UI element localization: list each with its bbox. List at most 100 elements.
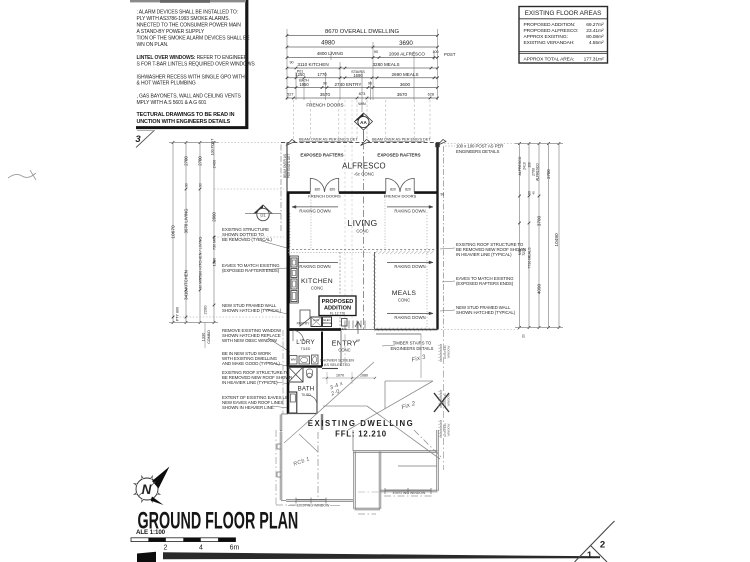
svg-text:EXTENT OF EXISTING EAVES LINE: EXTENT OF EXISTING EAVES LINE [222, 395, 292, 400]
svg-text:90: 90 [527, 191, 531, 195]
svg-text:177.31m²: 177.31m² [584, 56, 604, 62]
svg-text:90: 90 [184, 183, 188, 187]
svg-text:90: 90 [323, 82, 327, 86]
svg-text:3570: 3570 [320, 92, 331, 97]
svg-text:40: 40 [531, 191, 535, 195]
svg-text:RCb 1: RCb 1 [293, 456, 311, 467]
svg-text:ALFRESCO: ALFRESCO [342, 162, 386, 171]
svg-text:7730 MEALS: 7730 MEALS [527, 247, 531, 269]
svg-text:SHOWN HATCHED REPLACE: SHOWN HATCHED REPLACE [222, 333, 281, 338]
svg-text:RAKING DOWN: RAKING DOWN [394, 315, 425, 320]
svg-text:730 MIN: 730 MIN [212, 236, 216, 250]
svg-text:1690: 1690 [353, 73, 363, 78]
svg-text:527: 527 [287, 93, 293, 97]
svg-text:90: 90 [198, 183, 202, 187]
svg-text:1770: 1770 [317, 72, 327, 77]
svg-text:IN HEAVIER LINE (TYPICAL): IN HEAVIER LINE (TYPICAL) [222, 380, 278, 385]
svg-text:2410: 2410 [522, 162, 526, 170]
svg-text:AS SELECTED: AS SELECTED [324, 363, 350, 367]
svg-text:: ALARM DEVICES SHALL BE INSTA: : ALARM DEVICES SHALL BE INSTALLED TO: [137, 10, 238, 16]
svg-text:2690 MEALS: 2690 MEALS [391, 72, 418, 77]
svg-text:WITH NEW OBSC WINDOW: WITH NEW OBSC WINDOW [222, 338, 278, 343]
svg-text:P01: P01 [297, 70, 303, 74]
svg-text:STAIRS: STAIRS [351, 69, 365, 74]
svg-text:FFL: 12.210: FFL: 12.210 [335, 430, 387, 439]
svg-text:, GAS BAYONETS, WALL AND CEILI: , GAS BAYONETS, WALL AND CEILING VENTS [137, 94, 242, 100]
svg-text:4090: 4090 [536, 283, 541, 294]
svg-text:EXISTING WINDOW: EXISTING WINDOW [393, 491, 426, 495]
svg-text:2200: 2200 [202, 305, 207, 315]
svg-text:2700: 2700 [531, 168, 535, 176]
svg-text:EXPOSED RAFTERS: EXPOSED RAFTERS [377, 153, 420, 158]
svg-text:ALE 1:100: ALE 1:100 [136, 529, 166, 536]
svg-text:BE REMOVED NEW ROOF SHOWN: BE REMOVED NEW ROOF SHOWN [456, 247, 526, 252]
svg-text:TECTURAL DRAWINGS TO BE READ I: TECTURAL DRAWINGS TO BE READ IN [137, 112, 235, 118]
svg-text:TION OF THE SMOKE ALARM DEVICE: TION OF THE SMOKE ALARM DEVICES SHALL BE [137, 35, 251, 41]
svg-text:WIN: WIN [358, 102, 366, 106]
svg-text:PER ENG'S DET: PER ENG'S DET [287, 154, 291, 178]
svg-text:BE IN NEW STUD WORK: BE IN NEW STUD WORK [222, 351, 271, 356]
svg-text:3110 KITCHEN: 3110 KITCHEN [297, 62, 328, 67]
svg-text:FRIDGE: FRIDGE [322, 321, 333, 325]
svg-text:20: 20 [521, 334, 525, 338]
svg-text:NEW STUD FRAMED WALL: NEW STUD FRAMED WALL [222, 303, 277, 308]
svg-text:NNECTED TO THE CONSUMER POWER: NNECTED TO THE CONSUMER POWER MAIN [137, 23, 242, 29]
svg-text:CONC: CONC [311, 286, 323, 291]
svg-text:NEW EAVES AND ROOF LINES: NEW EAVES AND ROOF LINES [222, 400, 284, 405]
svg-text:Fix 2: Fix 2 [401, 401, 417, 411]
svg-text:1950: 1950 [299, 82, 309, 87]
svg-text:820: 820 [315, 187, 321, 191]
svg-text:CONC: CONC [398, 298, 410, 303]
svg-text:REMOVE EXISTING WINDOW: REMOVE EXISTING WINDOW [222, 328, 282, 333]
svg-text:2860: 2860 [211, 212, 216, 222]
svg-text:LINTEL OVER WINDOWS: REFER TO: LINTEL OVER WINDOWS: REFER TO ENGINEER [137, 55, 248, 61]
svg-text:2·0: 2·0 [329, 388, 341, 397]
svg-text:8670 OVERALL DWELLING: 8670 OVERALL DWELLING [325, 29, 400, 35]
svg-text:GAS: GAS [313, 318, 319, 322]
svg-text:7580 KITCHEN / LIVING: 7580 KITCHEN / LIVING [197, 237, 202, 280]
svg-text:RAKING DOWN: RAKING DOWN [394, 208, 425, 213]
svg-text:2700: 2700 [546, 169, 551, 179]
svg-text:6m: 6m [230, 545, 240, 552]
svg-text:BEAM OVER AS PER ENG'S DET: BEAM OVER AS PER ENG'S DET [299, 137, 358, 142]
svg-text:EAVES TO MATCH EXISTING: EAVES TO MATCH EXISTING [222, 263, 280, 268]
svg-text:3280 MEALS: 3280 MEALS [372, 62, 399, 67]
svg-text:WINDOW: WINDOW [446, 345, 450, 358]
svg-text:873: 873 [359, 91, 366, 96]
svg-text:MEALS: MEALS [392, 290, 417, 297]
svg-text:EXISTING VERANDAH:: EXISTING VERANDAH: [524, 40, 575, 46]
svg-text:APPROX EXISTING:: APPROX EXISTING: [524, 34, 568, 40]
svg-text:RAKING DOWN: RAKING DOWN [299, 208, 330, 213]
svg-text:LIVING: LIVING [348, 218, 378, 228]
svg-text:UP: UP [356, 339, 360, 343]
svg-text:D1: D1 [260, 213, 266, 218]
svg-text:WN ON PLAN.: WN ON PLAN. [137, 42, 169, 48]
svg-text:3690: 3690 [399, 40, 413, 47]
svg-text:WITH EXISTING DWELLING: WITH EXISTING DWELLING [222, 356, 278, 361]
svg-text:RAKING DOWN: RAKING DOWN [394, 264, 425, 269]
svg-text:1070: 1070 [336, 373, 344, 377]
svg-text:1250: 1250 [295, 72, 305, 77]
svg-text:1330: 1330 [200, 332, 205, 341]
svg-text:ALFRESCO: ALFRESCO [535, 163, 539, 181]
svg-text:(EXPOSED RAFTERS ENDS): (EXPOSED RAFTERS ENDS) [222, 268, 280, 273]
svg-text:90 MIN: 90 MIN [198, 277, 202, 288]
svg-text:AA: AA [360, 120, 367, 125]
svg-text:3670 LIVING: 3670 LIVING [183, 208, 188, 233]
svg-text:PROPOSED ALFRESCO:: PROPOSED ALFRESCO: [524, 28, 579, 34]
svg-text:EXISTING: EXISTING [443, 423, 447, 437]
svg-text:FRENCH DOORS: FRENCH DOORS [384, 194, 417, 199]
svg-text:TIMBER STAIRS TO: TIMBER STAIRS TO [393, 341, 432, 346]
svg-text:4800 LIVING: 4800 LIVING [317, 51, 344, 56]
svg-text:BATH: BATH [299, 79, 309, 83]
svg-text:TILED: TILED [301, 347, 311, 351]
svg-text:PTY 800: PTY 800 [175, 307, 179, 321]
svg-text:WINDOW: WINDOW [446, 393, 450, 406]
svg-text:2700: 2700 [197, 156, 202, 166]
svg-text:BE REMOVED (TYPICAL): BE REMOVED (TYPICAL) [222, 237, 272, 242]
svg-text:4980: 4980 [321, 40, 335, 47]
svg-text:3570: 3570 [397, 92, 408, 97]
svg-text:CONC: CONC [338, 348, 350, 353]
svg-text:SHOWER SCREEN: SHOWER SCREEN [320, 359, 354, 363]
svg-text:100 POST: 100 POST [210, 138, 214, 156]
